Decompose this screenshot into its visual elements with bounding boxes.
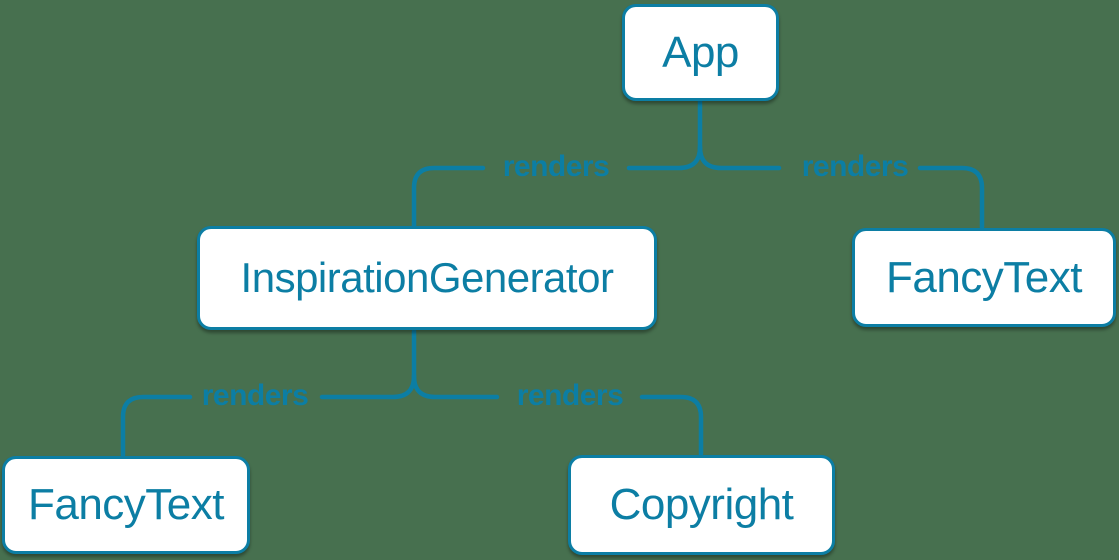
edge-label-inspiration-copyright: renders	[516, 379, 624, 412]
node-copyright-label: Copyright	[609, 480, 794, 529]
edge-app-to-fancytext-drop	[917, 165, 985, 230]
edge-label-app-fancytext: renders	[801, 150, 909, 183]
edge-inspiration-to-fancytext-drop	[120, 394, 193, 458]
node-inspiration-generator: InspirationGenerator	[197, 226, 657, 330]
edge-label-inspiration-fancytext: renders	[201, 379, 309, 412]
edge-app-to-inspiration-drop	[411, 165, 486, 230]
edge-app-to-inspiration-left-arm	[626, 144, 703, 171]
node-inspiration-generator-label: InspirationGenerator	[240, 254, 614, 301]
edge-inspiration-to-copyright-drop	[639, 394, 704, 457]
node-fancytext-bottom-left: FancyText	[2, 456, 250, 554]
edge-label-app-inspiration: renders	[502, 150, 610, 183]
edge-inspiration-to-copyright-right-arm	[411, 373, 500, 400]
node-fancytext-top-right-label: FancyText	[885, 252, 1083, 302]
node-app-label: App	[662, 27, 739, 77]
node-fancytext-top-right: FancyText	[852, 228, 1116, 327]
edge-app-to-fancytext-right-arm	[697, 144, 782, 171]
node-app: App	[622, 4, 779, 101]
node-fancytext-bottom-left-label: FancyText	[27, 480, 225, 529]
node-copyright: Copyright	[568, 455, 835, 555]
edge-inspiration-to-fancytext-left-arm	[319, 373, 417, 400]
